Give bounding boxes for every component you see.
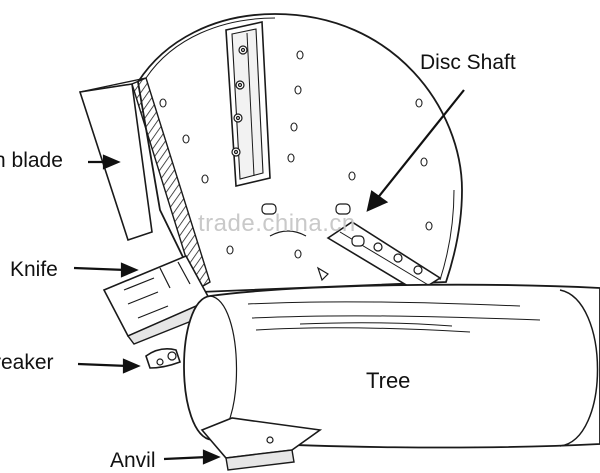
knife-arrow bbox=[73, 262, 139, 278]
fan-blade-arrow bbox=[88, 154, 121, 170]
chipper-disc bbox=[137, 13, 463, 293]
breaker bbox=[145, 348, 182, 369]
tree-log bbox=[183, 283, 600, 449]
callout-arrows bbox=[73, 89, 465, 465]
disc-hub bbox=[261, 203, 365, 282]
disc-holes bbox=[159, 50, 433, 259]
upper-knife-slot bbox=[225, 21, 271, 187]
label-knife: Knife bbox=[10, 258, 58, 281]
label-fan-blade: n blade bbox=[0, 149, 63, 172]
watermark: trade.china.cn bbox=[198, 210, 356, 237]
anvil bbox=[200, 417, 323, 471]
anvil-arrow bbox=[163, 449, 221, 465]
label-disc-shaft: Disc Shaft bbox=[420, 51, 516, 74]
disc-shaft-arrow bbox=[366, 89, 465, 212]
breaker-arrow bbox=[77, 358, 141, 374]
label-breaker: reaker bbox=[0, 351, 54, 374]
label-tree: Tree bbox=[366, 368, 411, 393]
label-anvil: Anvil bbox=[110, 449, 156, 472]
